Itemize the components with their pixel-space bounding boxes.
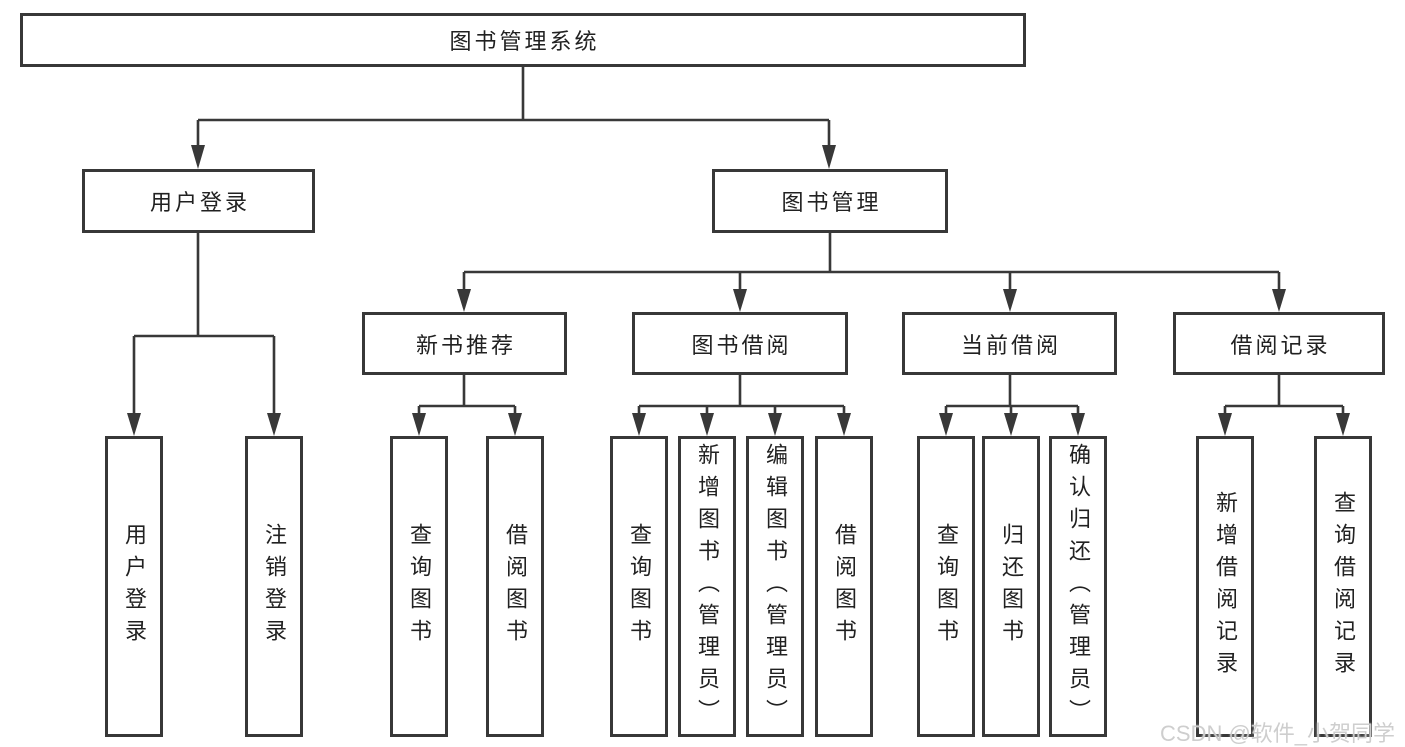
leaf-query-books-recommend: 查询图书 bbox=[390, 436, 448, 737]
leaf-label: 归还图书 bbox=[999, 522, 1024, 651]
leaf-label: 用户登录 bbox=[122, 522, 147, 651]
node-label: 图书管理 bbox=[781, 190, 882, 215]
node-user-login: 用户登录 bbox=[82, 169, 315, 233]
leaf-label: 编辑图书（管理员） bbox=[763, 442, 788, 731]
leaf-add-book-admin: 新增图书（管理员） bbox=[678, 436, 736, 737]
leaf-label: 查询借阅记录 bbox=[1331, 490, 1356, 683]
node-label: 图书管理系统 bbox=[449, 29, 600, 54]
leaf-label: 注销登录 bbox=[262, 522, 287, 651]
node-borrowing-records: 借阅记录 bbox=[1173, 312, 1385, 375]
leaf-edit-book-admin: 编辑图书（管理员） bbox=[746, 436, 804, 737]
leaf-label: 新增借阅记录 bbox=[1213, 490, 1238, 683]
leaf-query-books-current: 查询图书 bbox=[917, 436, 975, 737]
node-label: 新书推荐 bbox=[415, 332, 516, 358]
node-book-management: 图书管理 bbox=[712, 169, 948, 233]
node-current-borrowing: 当前借阅 bbox=[902, 312, 1117, 375]
leaf-label: 借阅图书 bbox=[503, 522, 528, 651]
leaf-label: 查询图书 bbox=[934, 522, 959, 651]
leaf-logout: 注销登录 bbox=[245, 436, 303, 737]
leaf-label: 查询图书 bbox=[407, 522, 432, 651]
node-label: 图书借阅 bbox=[691, 332, 792, 358]
node-label: 当前借阅 bbox=[960, 332, 1061, 358]
leaf-label: 新增图书（管理员） bbox=[695, 442, 720, 731]
leaf-return-books: 归还图书 bbox=[982, 436, 1040, 737]
leaf-query-books-borrowing: 查询图书 bbox=[610, 436, 668, 737]
leaf-borrow-books-recommend: 借阅图书 bbox=[486, 436, 544, 737]
node-label: 用户登录 bbox=[149, 190, 250, 215]
node-label: 借阅记录 bbox=[1230, 332, 1331, 358]
csdn-watermark: CSDN @软件_小贺同学 bbox=[1160, 721, 1396, 746]
node-library-management-system: 图书管理系统 bbox=[20, 13, 1026, 67]
leaf-user-login: 用户登录 bbox=[105, 436, 163, 737]
leaf-add-borrowing-record: 新增借阅记录 bbox=[1196, 436, 1254, 737]
node-new-book-recommendation: 新书推荐 bbox=[362, 312, 567, 375]
leaf-label: 查询图书 bbox=[627, 522, 652, 651]
leaf-label: 借阅图书 bbox=[832, 522, 857, 651]
leaf-confirm-return-admin: 确认归还（管理员） bbox=[1049, 436, 1107, 737]
node-book-borrowing: 图书借阅 bbox=[632, 312, 848, 375]
leaf-borrow-books-borrowing: 借阅图书 bbox=[815, 436, 873, 737]
leaf-label: 确认归还（管理员） bbox=[1066, 442, 1091, 731]
leaf-query-borrowing-record: 查询借阅记录 bbox=[1314, 436, 1372, 737]
